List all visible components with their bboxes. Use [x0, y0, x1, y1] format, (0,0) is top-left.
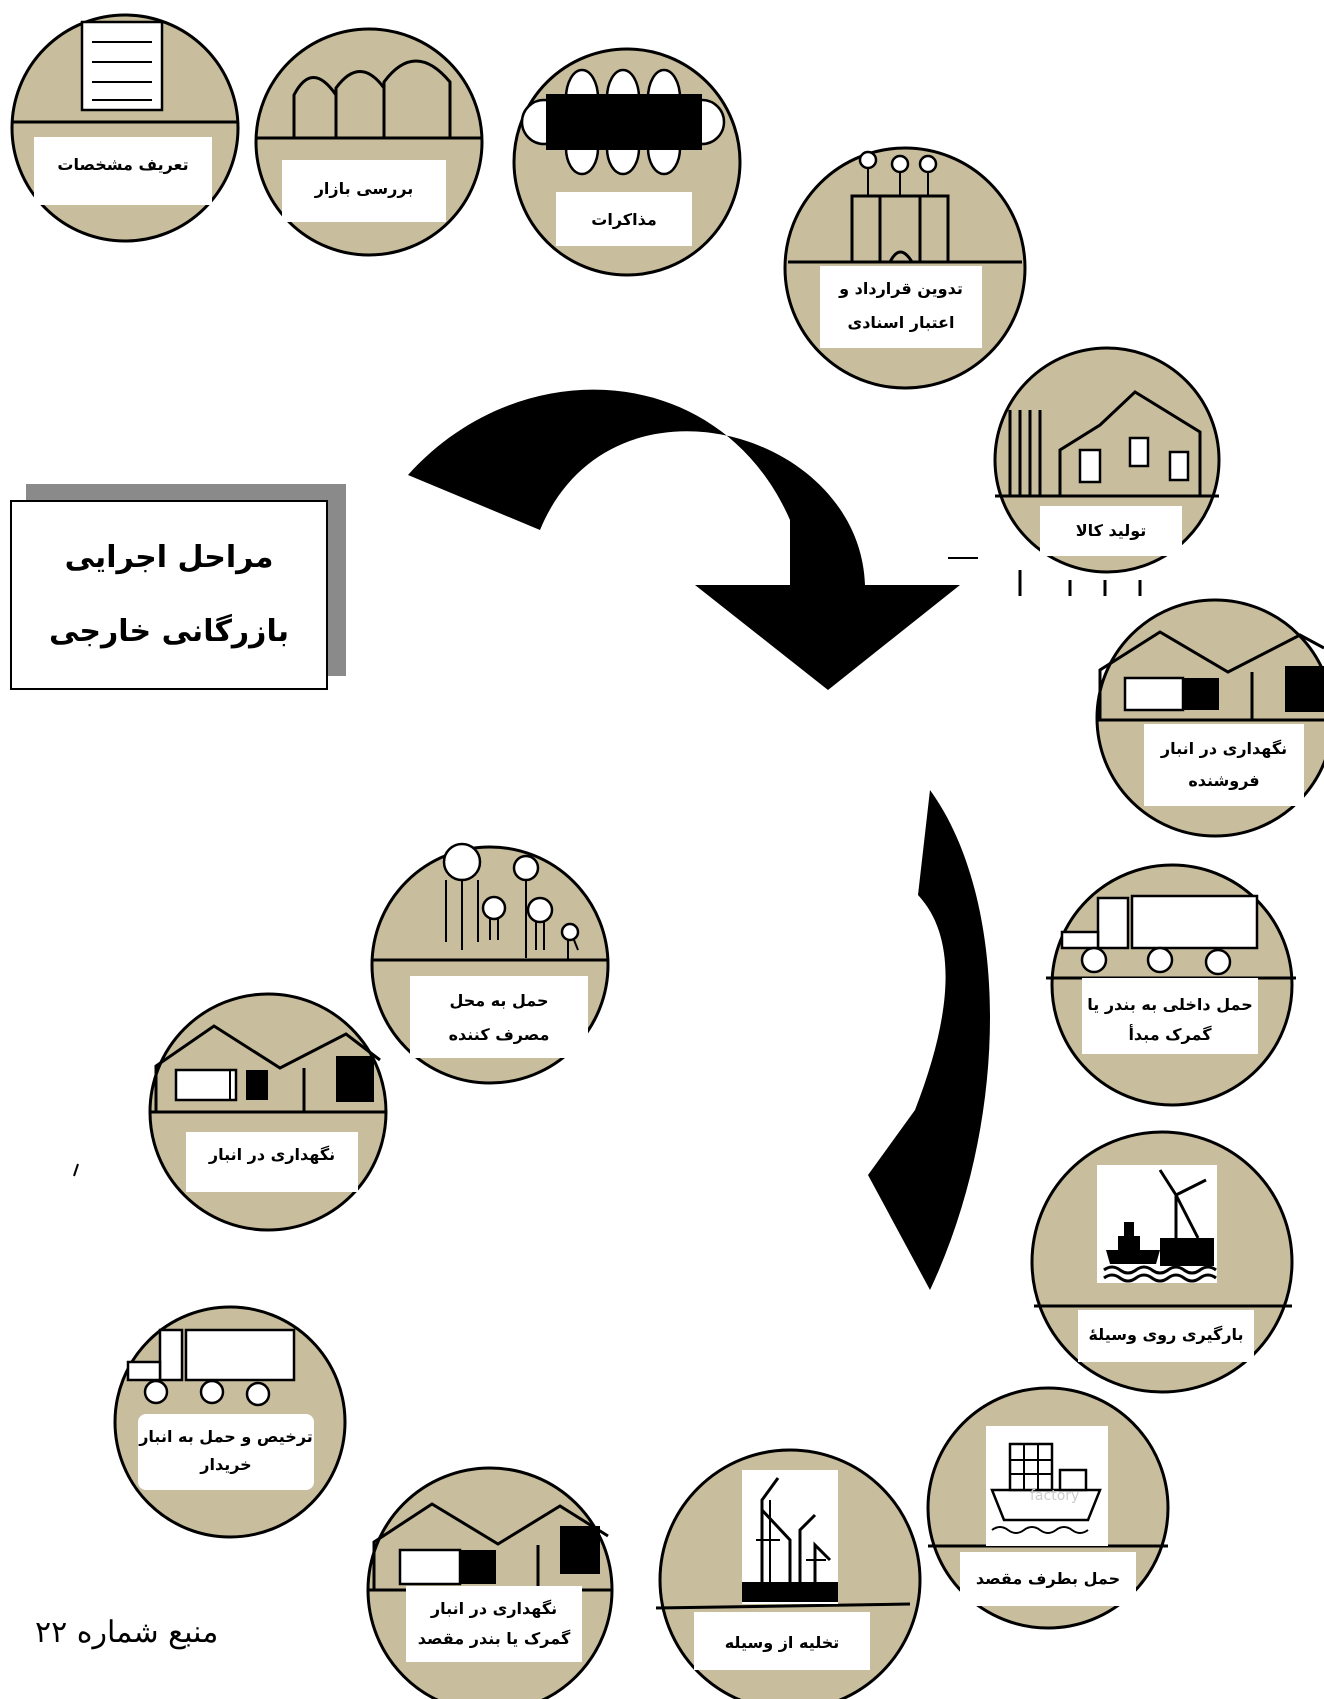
- document-icon: [80, 20, 164, 112]
- source-caption: منبع شماره ۲۲: [35, 1615, 219, 1650]
- step-contract: تدوین قرارداد و اعتبار اسنادی: [783, 146, 1027, 390]
- port-crane-ship-icon: [1097, 1165, 1217, 1283]
- cargo-ship-icon: factory: [986, 1426, 1108, 1546]
- curved-arrow-top: [408, 389, 960, 690]
- step-seller-warehouse: نگهداری در انبار فروشنده: [1095, 598, 1324, 838]
- step-label: نگهداری در انبار: [430, 1599, 557, 1618]
- step-label: تخلیه از وسیله: [725, 1633, 840, 1652]
- step-negotiations: مذاکرات: [512, 47, 742, 277]
- step-label: بررسی بازار: [314, 179, 414, 198]
- title-line-1: مراحل اجرایی: [64, 540, 274, 575]
- warehouse-icon: [372, 1502, 609, 1590]
- step-label: ترخیص و حمل به انبار: [138, 1427, 313, 1446]
- step-label-2: خریدار: [199, 1455, 251, 1474]
- step-label: بارگیری روی وسیلهٔ: [1088, 1325, 1243, 1344]
- step-label-2: مصرف کننده: [449, 1025, 550, 1044]
- step-label: تولید کالا: [1076, 521, 1147, 540]
- warehouse-icon: [1098, 630, 1324, 720]
- watermark: factory: [1030, 1488, 1079, 1504]
- step-destination-customs-warehouse: نگهداری در انبار گمرک یا بندر مقصد: [366, 1466, 614, 1699]
- contract-building-icon: [850, 150, 992, 263]
- step-transport-to-consumer: حمل به محل مصرف کننده: [370, 842, 610, 1085]
- meeting-table-icon: [520, 68, 726, 176]
- step-label-2: گمرک مبدأ: [1128, 1024, 1212, 1044]
- step-label: حمل به محل: [449, 991, 548, 1010]
- step-unloading: تخلیه از وسیله: [655, 1448, 922, 1699]
- step-label: مذاکرات: [591, 210, 656, 229]
- truck-icon: [126, 1328, 296, 1407]
- step-production: تولید کالا: [993, 346, 1221, 596]
- step-label: حمل بطرف مقصد: [976, 1569, 1120, 1588]
- title-box: مراحل اجرایی بازرگانی خارجی: [10, 500, 328, 690]
- warehouse-icon: [154, 1024, 381, 1112]
- step-label-2: گمرک یا بندر مقصد: [418, 1629, 571, 1648]
- tanks-icon: [292, 59, 452, 138]
- step-market-research: بررسی بازار: [254, 27, 484, 257]
- step-label: تدوین قرارداد و: [838, 279, 963, 298]
- crane-icon: [742, 1470, 838, 1604]
- step-label-2: فروشنده: [1188, 771, 1259, 790]
- step-define-specs: تعریف مشخصات: [10, 13, 240, 243]
- step-label: تعریف مشخصات: [57, 155, 188, 174]
- step-label-2: اعتبار اسنادی: [848, 313, 955, 332]
- step-shipping-to-destination: factory حمل بطرف مقصد: [926, 1386, 1170, 1630]
- curved-arrow-right: [868, 790, 990, 1290]
- factory-icon: [1008, 390, 1202, 596]
- step-buyer-warehouse: نگهداری در انبار: [73, 992, 388, 1232]
- step-loading: بارگیری روی وسیلهٔ: [1030, 1130, 1294, 1394]
- step-clearance-transport: ترخیص و حمل به انبار خریدار: [113, 1305, 347, 1539]
- title-line-2: بازرگانی خارجی: [49, 614, 289, 649]
- step-domestic-transport: حمل داخلی به بندر یا گمرک مبدأ: [1046, 863, 1296, 1107]
- consumer-trees-icon: [442, 842, 580, 960]
- step-label: نگهداری در انبار: [208, 1145, 335, 1164]
- truck-icon: [1060, 894, 1259, 976]
- step-label: نگهداری در انبار: [1160, 739, 1287, 758]
- step-label: حمل داخلی به بندر یا: [1087, 995, 1252, 1014]
